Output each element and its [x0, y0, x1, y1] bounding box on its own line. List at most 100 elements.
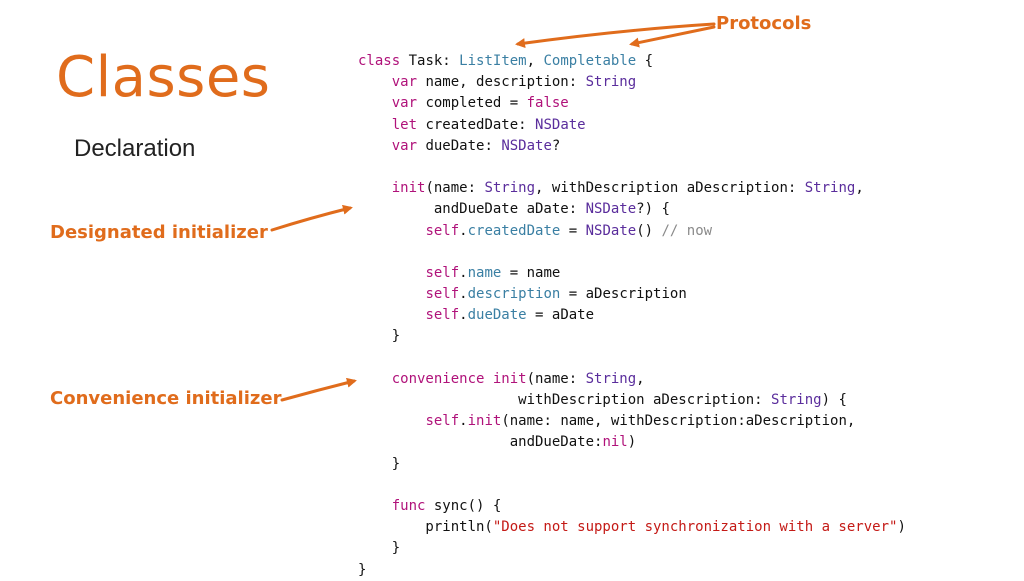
code-token: ()	[636, 222, 662, 239]
code-token	[358, 95, 392, 111]
designated-initializer-annotation: Designated initializer	[50, 222, 268, 243]
code-line: init(name: String, withDescription aDesc…	[358, 178, 906, 199]
code-token: String	[484, 180, 536, 197]
code-token: andDueDate:	[358, 434, 603, 451]
code-token: ) {	[821, 392, 847, 408]
code-token: .	[459, 286, 468, 303]
code-token	[358, 265, 425, 281]
code-token: }	[358, 328, 401, 345]
code-token: nil	[602, 434, 628, 451]
code-token: var	[391, 95, 418, 112]
code-token: ?	[551, 137, 561, 154]
code-token: ?) {	[636, 201, 670, 218]
code-token: Completable	[543, 53, 637, 69]
code-token	[358, 138, 392, 154]
code-token: createdDate	[467, 222, 561, 239]
code-token	[358, 498, 392, 514]
code-token: , withDescription aDescription:	[535, 180, 805, 197]
code-line: }	[358, 326, 906, 347]
code-token: = aDate	[526, 307, 595, 324]
code-line: andDueDate aDate: NSDate?) {	[358, 199, 906, 220]
code-token	[358, 307, 425, 323]
code-line: }	[358, 538, 906, 559]
code-token: convenience init	[391, 370, 527, 387]
code-token: var	[391, 137, 418, 154]
code-token: .	[459, 264, 468, 281]
protocols-arrow-to-completable	[629, 25, 716, 48]
code-token: ,	[855, 180, 864, 197]
code-token: }	[358, 455, 401, 472]
code-token: "Does not support synchronization with a…	[492, 519, 898, 536]
code-token: (name:	[425, 180, 485, 197]
code-line	[358, 157, 906, 178]
code-token: NSDate	[501, 137, 552, 154]
code-token: NSDate	[535, 116, 586, 133]
code-token: ListItem	[459, 53, 527, 69]
code-token: String	[585, 370, 637, 387]
code-token: Task:	[400, 53, 460, 69]
code-token: let	[391, 116, 418, 133]
slide-title: Classes	[56, 45, 271, 110]
code-token: init	[391, 180, 426, 197]
code-line: withDescription aDescription: String) {	[358, 390, 906, 411]
slide-subtitle: Declaration	[74, 135, 196, 162]
code-token: .	[459, 413, 468, 430]
code-token: func	[391, 497, 426, 514]
code-token: dueDate	[467, 307, 527, 324]
code-token: .	[459, 222, 468, 239]
code-line: var dueDate: NSDate?	[358, 136, 906, 157]
designated-initializer-arrow	[270, 204, 353, 232]
code-token: =	[560, 222, 586, 239]
code-token: NSDate	[585, 201, 637, 218]
code-line	[358, 475, 906, 496]
code-token: self	[425, 264, 460, 281]
code-token: )	[627, 434, 637, 451]
code-line	[358, 242, 906, 263]
code-token	[358, 74, 392, 90]
code-token: (name: name, withDescription:aDescriptio…	[501, 413, 856, 430]
code-token: // now	[661, 222, 713, 239]
code-token: class	[358, 53, 401, 69]
code-token: )	[897, 519, 906, 536]
code-token	[358, 180, 392, 196]
code-line: self.description = aDescription	[358, 284, 906, 305]
code-block: class Task: ListItem, Completable { var …	[358, 51, 906, 581]
code-token: }	[358, 561, 367, 578]
code-token: ,	[636, 370, 645, 387]
code-token: self	[425, 307, 460, 324]
code-token: andDueDate aDate:	[358, 201, 586, 218]
code-token	[358, 371, 392, 387]
code-line: self.init(name: name, withDescription:aD…	[358, 411, 906, 432]
code-token: sync() {	[425, 497, 502, 514]
code-token	[358, 223, 425, 239]
code-token: String	[771, 392, 822, 408]
code-token: self	[425, 222, 460, 239]
code-line: self.dueDate = aDate	[358, 305, 906, 326]
convenience-initializer-arrow	[280, 377, 357, 402]
code-token: ,	[526, 53, 544, 69]
code-line: self.createdDate = NSDate() // now	[358, 221, 906, 242]
code-token: dueDate:	[417, 137, 502, 154]
protocols-annotation: Protocols	[716, 13, 812, 34]
protocols-arrow-to-listitem	[515, 22, 716, 49]
code-token	[358, 413, 425, 429]
code-line: andDueDate:nil)	[358, 432, 906, 453]
code-token: String	[804, 180, 856, 197]
code-token	[358, 286, 425, 302]
code-token: (name:	[526, 370, 586, 387]
code-token: init	[467, 413, 502, 430]
code-token: var	[391, 74, 418, 91]
code-token: .	[459, 307, 468, 324]
code-token: name, description:	[417, 74, 586, 91]
code-token: name	[467, 264, 502, 281]
code-token: completed =	[417, 95, 527, 112]
code-token: false	[526, 95, 569, 112]
code-token: = aDescription	[560, 286, 687, 303]
code-line: var completed = false	[358, 93, 906, 114]
code-line: func sync() {	[358, 496, 906, 517]
code-line: println("Does not support synchronizatio…	[358, 517, 906, 538]
code-line	[358, 348, 906, 369]
code-line: let createdDate: NSDate	[358, 115, 906, 136]
code-token: println(	[358, 519, 493, 536]
code-token: description	[467, 286, 561, 303]
